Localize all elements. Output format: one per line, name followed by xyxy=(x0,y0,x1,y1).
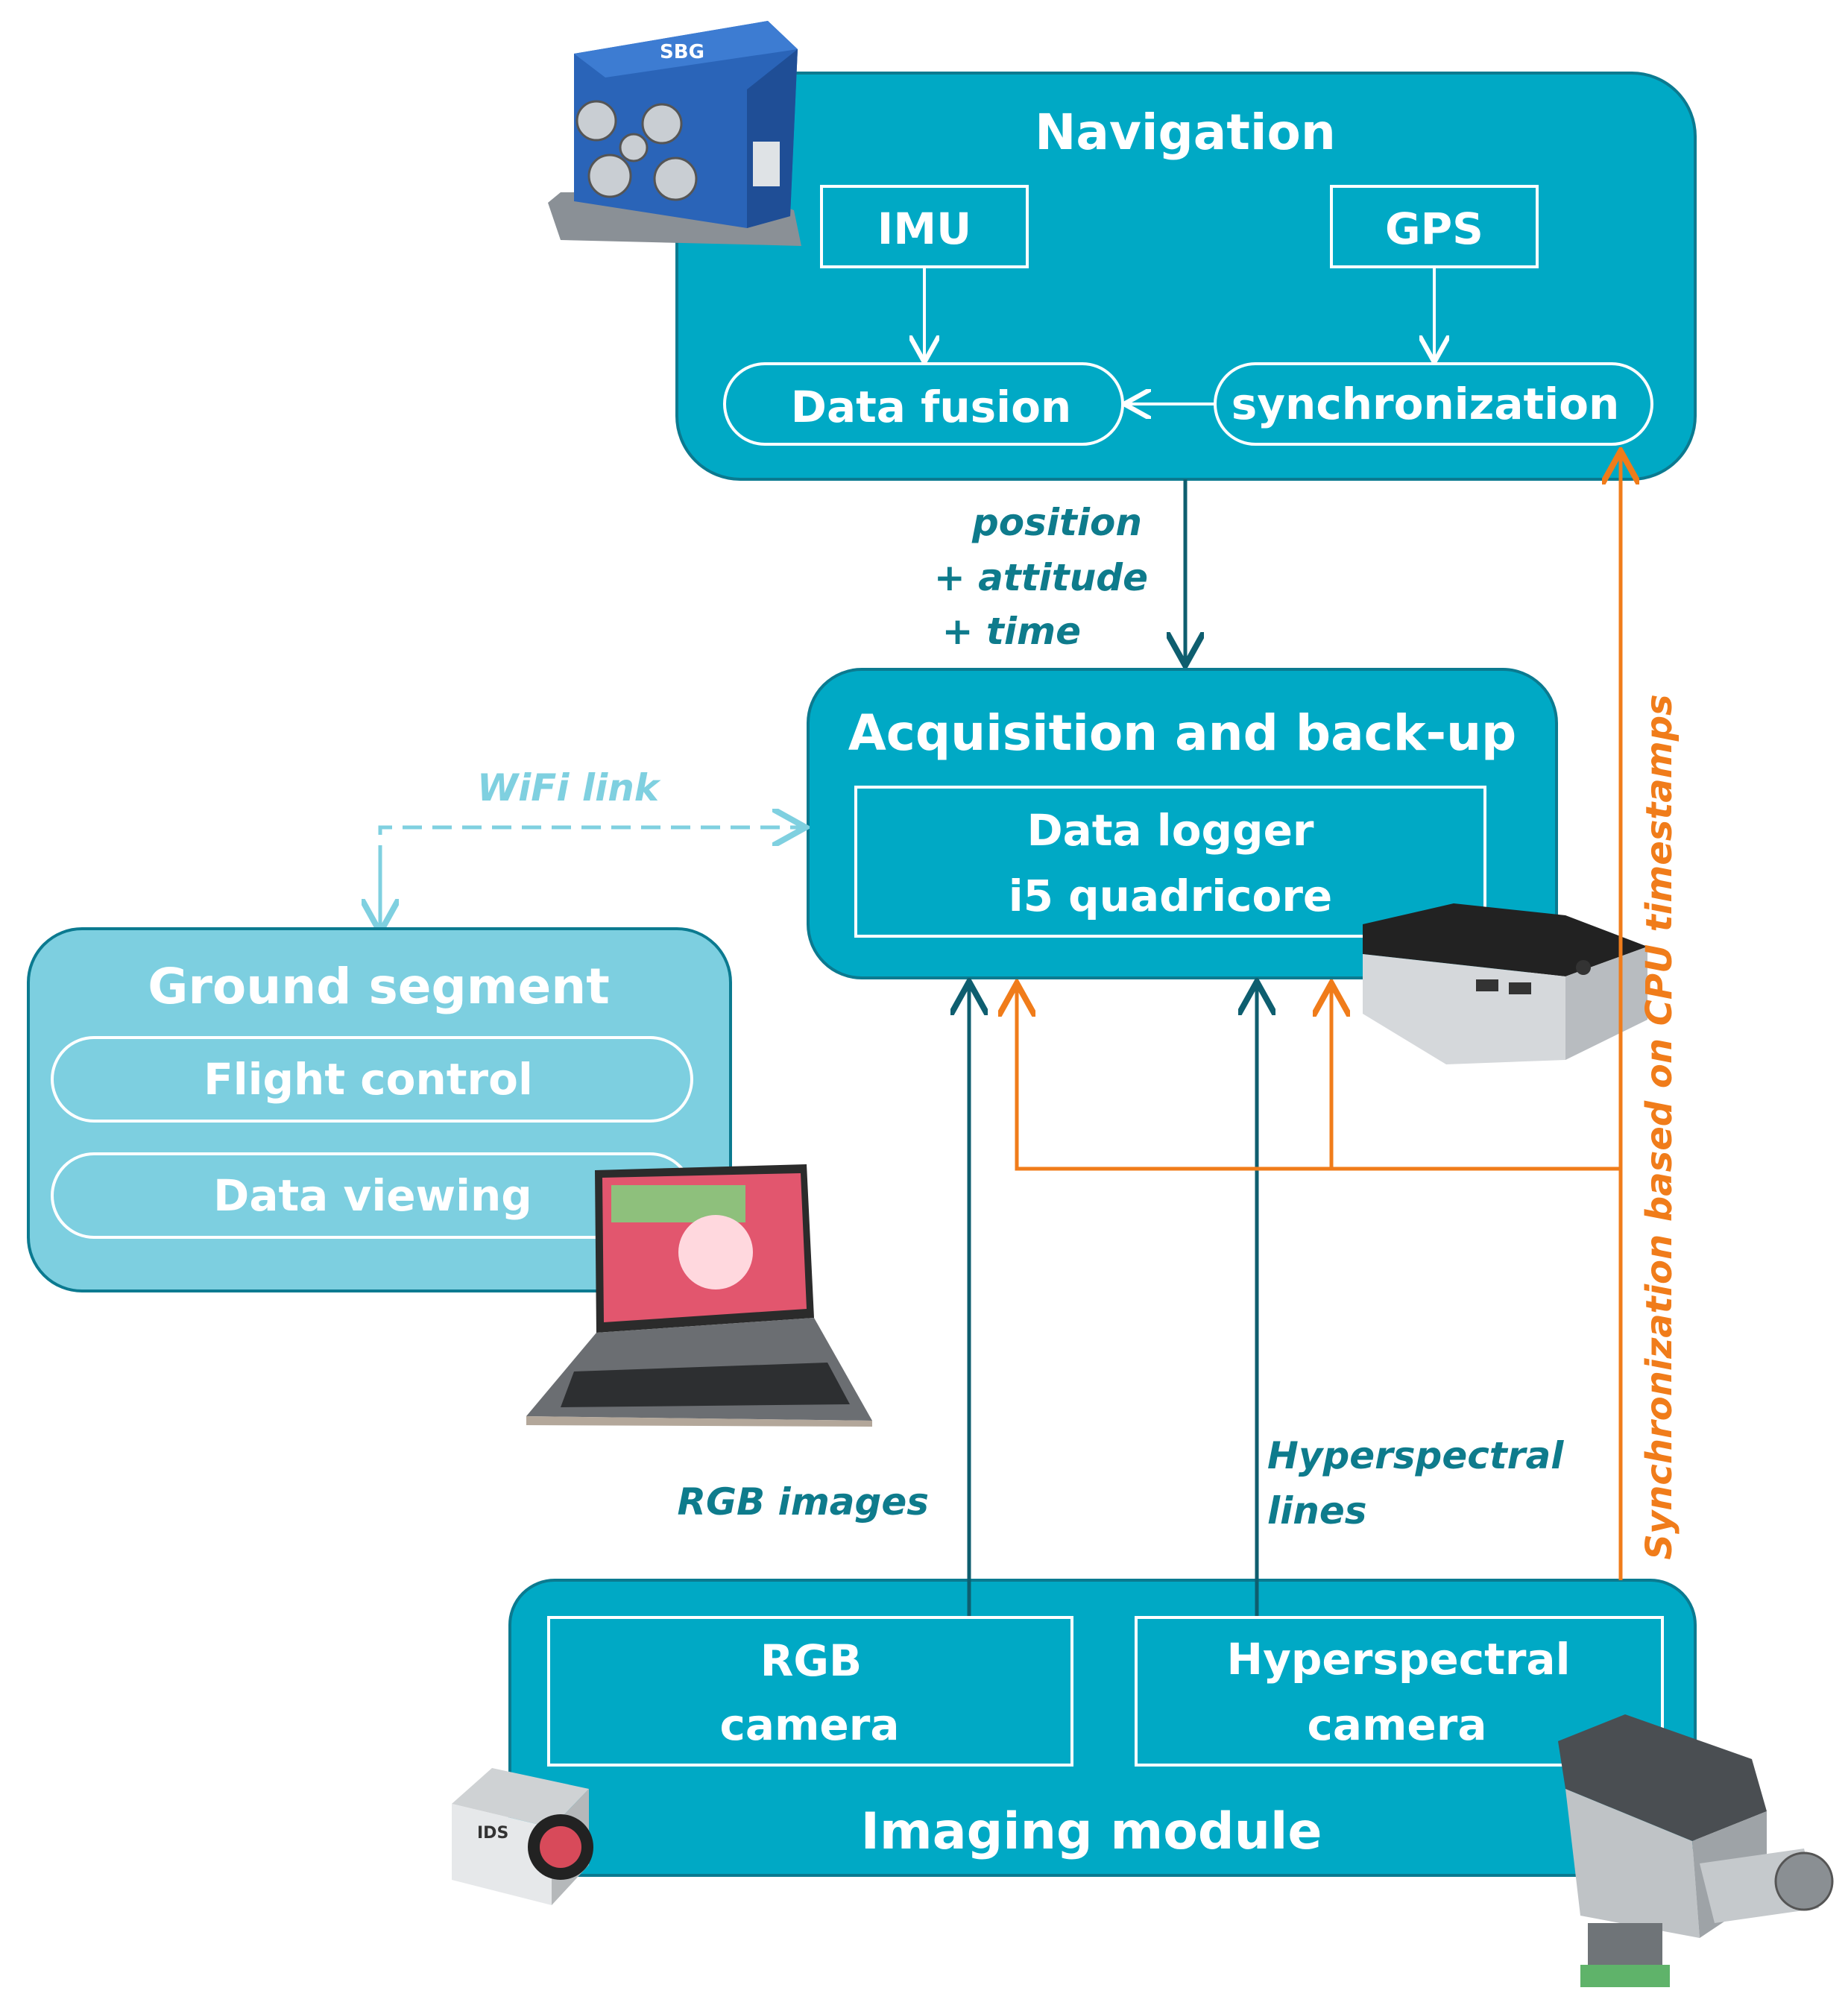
acquisition-block: Acquisition and back-up Data logger i5 q… xyxy=(807,668,1558,979)
imu-logo-text: SBG xyxy=(660,41,704,63)
data-logger-box xyxy=(854,786,1486,938)
attitude-label: + attitude xyxy=(934,556,1148,599)
imu-label: IMU xyxy=(877,203,971,254)
rgb-camera-box xyxy=(547,1616,1073,1767)
navigation-title: Navigation xyxy=(1035,104,1336,161)
flight-control-label: Flight control xyxy=(204,1054,533,1105)
wifi-link: WiFi link xyxy=(380,766,802,929)
hyperspectral-camera-line1: Hyperspectral xyxy=(1227,1634,1571,1685)
laptop-device-icon xyxy=(526,1164,872,1427)
flight-control-pill xyxy=(51,1036,693,1123)
time-label: + time xyxy=(942,610,1081,653)
rgb-images-label: RGB images xyxy=(678,1480,930,1524)
data-fusion-label: Data fusion xyxy=(791,382,1071,432)
synchronization-label: synchronization xyxy=(1232,379,1620,429)
hyperspectral-camera-line2: camera xyxy=(1307,1699,1486,1750)
synchronization-lines xyxy=(1017,455,1621,1580)
navigation-block: Navigation IMU GPS Data fusion synchroni… xyxy=(675,72,1697,481)
position-label: position xyxy=(971,501,1142,544)
rgb-camera-line1: RGB xyxy=(760,1635,862,1686)
rgb-camera-logo-text: IDS xyxy=(477,1824,508,1843)
data-logger-line2: i5 quadricore xyxy=(1009,871,1333,921)
data-viewing-label: Data viewing xyxy=(213,1170,532,1221)
imu-device-icon: SBG xyxy=(548,21,801,246)
gps-label: GPS xyxy=(1385,203,1483,254)
hyperspectral-lines-label-line2: lines xyxy=(1267,1489,1367,1532)
rgb-camera-device-icon: IDS xyxy=(452,1768,593,1905)
hyperspectral-camera-box xyxy=(1135,1616,1664,1767)
rgb-camera-line2: camera xyxy=(719,1699,899,1750)
imaging-module-title: Imaging module xyxy=(861,1802,1322,1861)
synchronization-vertical-label: Synchronization based on CPU timestamps xyxy=(1639,694,1680,1559)
data-logger-line1: Data logger xyxy=(1027,805,1314,856)
hyperspectral-camera-device-icon xyxy=(1558,1714,1834,1987)
ground-segment-title: Ground segment xyxy=(148,958,610,1015)
hyperspectral-lines-label-line1: Hyperspectral xyxy=(1267,1434,1564,1477)
mini-pc-device-icon xyxy=(1363,903,1647,1064)
wifi-link-label: WiFi link xyxy=(477,766,661,809)
acquisition-title: Acquisition and back-up xyxy=(848,704,1517,762)
imaging-module-block: RGB camera Hyperspectral camera Imaging … xyxy=(508,1579,1697,1877)
ground-segment-block: Ground segment Flight control Data viewi… xyxy=(27,927,732,1292)
